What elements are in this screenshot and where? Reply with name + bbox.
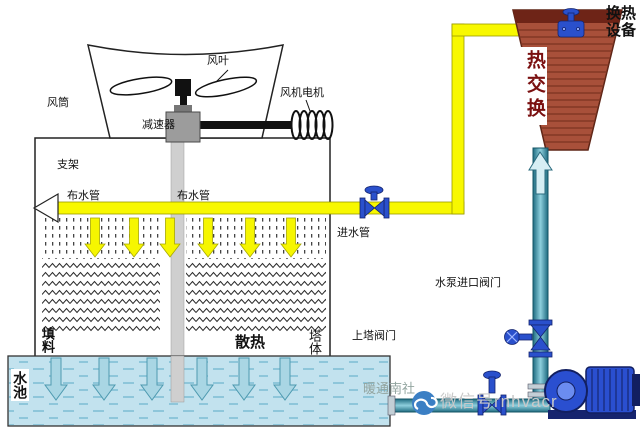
- spray-arrows: [84, 217, 302, 258]
- water-pool-label: 水池: [11, 369, 30, 401]
- fan-hub: [175, 79, 191, 96]
- fan-duct-label: 风筒: [47, 97, 69, 109]
- riser-valve: [504, 319, 553, 358]
- pump-base: [548, 410, 636, 419]
- heat-exchange-core-label: 热交换: [521, 47, 547, 125]
- pump: [544, 366, 640, 419]
- fan-blade-right: [194, 76, 258, 98]
- motor-leader: [305, 99, 311, 112]
- hx-inlet-fitting: [557, 8, 585, 38]
- fan-blade-leader: [215, 69, 229, 83]
- gearbox-top: [174, 105, 192, 113]
- fan-assembly: [87, 44, 334, 143]
- flow-arrow-up: [528, 151, 553, 195]
- suction-valve: [477, 370, 507, 416]
- pump-inlet-valve-label: 水泵进口阀门: [435, 277, 501, 289]
- gearbox: [165, 111, 201, 143]
- fan-motor-label: 风机电机: [280, 87, 324, 99]
- support-label: 支架: [57, 159, 79, 171]
- drive-shaft-lower: [170, 355, 185, 403]
- dist-pipe-left-label: 布水管: [67, 190, 100, 202]
- reducer-label: 减速器: [142, 119, 175, 131]
- hx-top-band: [513, 10, 622, 23]
- heat-exchange-equipment-label: 换热设备: [606, 5, 637, 39]
- fan-blade-label: 风叶: [207, 55, 229, 67]
- fill-material-right: [186, 258, 326, 332]
- watermark-logo-icon: [412, 391, 438, 415]
- watermark-wechat: 微信号rnhvacr: [440, 392, 558, 411]
- watermark-brand: 暖通南社: [363, 381, 416, 396]
- tower-body-label: 塔体: [306, 329, 322, 355]
- water-drop-arrows: [44, 357, 297, 401]
- fill-label: 填料: [39, 327, 55, 353]
- dist-pipe-right-label: 布水管: [177, 190, 210, 202]
- tower-body: [34, 137, 331, 359]
- heat-dissipation-label: 散热: [235, 334, 266, 351]
- flow-arrow-left: [32, 192, 59, 224]
- fan-blade-left: [109, 76, 173, 96]
- fill-material-left: [42, 258, 160, 332]
- inlet-pipe-label: 进水管: [337, 227, 370, 239]
- tower-up-valve-label: 上塔阀门: [352, 330, 396, 342]
- motor-shaft: [200, 121, 292, 129]
- riser-pipe: [527, 147, 554, 403]
- fan-motor-coil: [290, 110, 334, 140]
- inlet-valve: [359, 185, 390, 219]
